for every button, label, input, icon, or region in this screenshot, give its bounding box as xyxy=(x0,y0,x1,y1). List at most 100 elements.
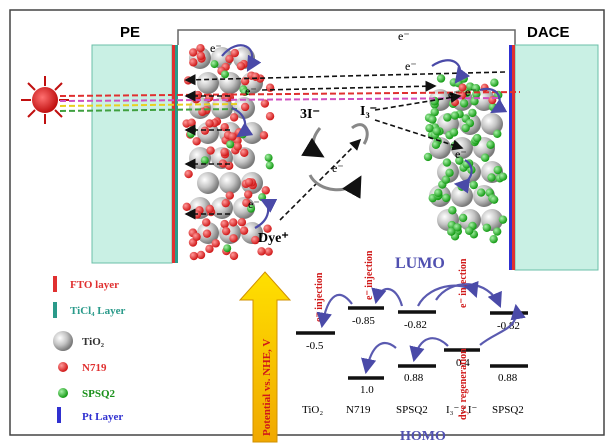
n719-dye xyxy=(230,48,239,58)
n719-dye xyxy=(205,204,214,214)
dace-glass-substrate xyxy=(514,44,599,271)
ticl4-layer-legend-icon xyxy=(53,302,57,318)
n719-dye xyxy=(260,99,270,108)
svg-text:e⁻ injection: e⁻ injection xyxy=(364,250,375,300)
tio2-particle xyxy=(211,97,233,119)
legend: FTO layer TiCl₄ Layer TiO₂ N719 SPSQ2 Pt… xyxy=(53,276,125,423)
spsq2-dye xyxy=(476,188,486,197)
svg-text:e⁻: e⁻ xyxy=(245,84,257,98)
spsq2-dye xyxy=(210,60,219,69)
tio2-particle xyxy=(197,172,219,194)
circuit-electron-label: e⁻ xyxy=(398,29,410,43)
curved-electron-arrows xyxy=(221,44,508,229)
spsq2-dye xyxy=(223,244,232,253)
svg-text:I₃⁻: I₃⁻ xyxy=(360,104,377,119)
svg-text:e⁻: e⁻ xyxy=(455,147,467,161)
svg-text:0.88: 0.88 xyxy=(404,372,424,384)
spsq2-dye xyxy=(430,107,439,117)
svg-text:e⁻: e⁻ xyxy=(210,41,222,55)
n719-dye xyxy=(458,83,467,92)
spsq2-dye xyxy=(431,140,441,150)
svg-text:FTO layer: FTO layer xyxy=(70,279,119,291)
n719-dye xyxy=(244,178,254,187)
potential-axis-label: Potential vs. NHE, V xyxy=(261,339,273,436)
spsq2-dye xyxy=(186,129,195,138)
spsq2-dye xyxy=(226,140,235,149)
n719-dye xyxy=(263,224,272,233)
spsq2-dye xyxy=(247,204,256,213)
cell-electron-labels: e⁻ e⁻ e⁻ e⁻ e⁻ e⁻ e⁻ e⁻ xyxy=(210,41,477,211)
n719-dye xyxy=(188,48,198,57)
spsq2-dye xyxy=(492,227,502,236)
potential-axis-arrow: Potential vs. NHE, V xyxy=(238,271,292,443)
n719-dye xyxy=(257,247,266,256)
n719-dye xyxy=(237,217,247,227)
n719-dye xyxy=(187,118,196,127)
n719-dye xyxy=(206,146,215,155)
n719-dye xyxy=(182,202,191,212)
n719-dye xyxy=(220,147,229,157)
n719-dye xyxy=(229,234,238,243)
external-circuit-wire xyxy=(177,29,516,45)
n719-dye xyxy=(192,232,201,241)
n719-dye xyxy=(220,219,229,229)
homo-label: HOMO xyxy=(400,429,446,444)
pe-ticl4-layer xyxy=(175,45,178,263)
n719-dye xyxy=(240,148,249,157)
electron-flow-arrows xyxy=(184,71,506,221)
n719-dye xyxy=(225,54,234,64)
n719-dye xyxy=(192,137,201,146)
spsq2-dye xyxy=(449,128,459,137)
spsq2-dye xyxy=(472,133,482,143)
svg-text:Pt Layer: Pt Layer xyxy=(82,411,123,423)
redox-cycle: 3I⁻ I₃⁻ xyxy=(300,104,377,199)
spsq2-dye xyxy=(434,188,443,198)
dace-spsq2-film xyxy=(423,74,508,244)
spsq2-dye xyxy=(453,223,462,232)
transfer-labels: e⁻ injection e⁻ injection e⁻ injection d… xyxy=(314,250,469,420)
n719-dye xyxy=(259,131,269,140)
svg-text:e⁻: e⁻ xyxy=(465,85,477,99)
svg-text:dye regeneration: dye regeneration xyxy=(458,348,469,420)
dace-label: DACE xyxy=(527,24,570,41)
n719-dye xyxy=(240,102,250,112)
n719-dye xyxy=(229,218,238,227)
svg-text:-0.5: -0.5 xyxy=(306,340,324,352)
svg-text:e⁻: e⁻ xyxy=(405,59,417,73)
spsq2-dye xyxy=(493,129,502,139)
pe-tio2-film xyxy=(182,43,275,261)
svg-text:e⁻ injection: e⁻ injection xyxy=(458,258,469,308)
spsq2-dye xyxy=(489,234,498,244)
n719-dye xyxy=(264,247,273,256)
spsq2-dye xyxy=(441,175,451,184)
energy-levels xyxy=(296,306,528,380)
spsq2-dye xyxy=(455,156,464,165)
n719-dye xyxy=(239,226,249,235)
spsq2-dye xyxy=(428,115,437,124)
dace-fto-layer xyxy=(512,45,515,270)
spsq2-dye xyxy=(482,223,492,232)
spsq2-dye xyxy=(220,70,229,79)
svg-text:0.4: 0.4 xyxy=(456,357,470,369)
n719-dye xyxy=(242,198,251,208)
n719-dye xyxy=(189,251,199,261)
svg-text:e⁻: e⁻ xyxy=(332,161,344,175)
tio2-particle xyxy=(211,197,233,219)
svg-text:0.88: 0.88 xyxy=(498,372,518,384)
n719-dot-legend-icon xyxy=(58,362,68,372)
n719-dye xyxy=(265,112,275,121)
spsq2-dye xyxy=(264,153,273,162)
n719-dye xyxy=(189,58,198,67)
light-beams xyxy=(59,91,521,112)
spsq2-dye xyxy=(450,111,460,120)
spsq2-dye xyxy=(461,123,470,133)
n719-dye xyxy=(202,218,211,227)
spsq2-dye xyxy=(493,165,502,175)
n719-dye xyxy=(244,190,253,199)
spsq2-dye xyxy=(436,74,446,83)
spsq2-dye xyxy=(448,206,457,215)
n719-dye xyxy=(225,191,234,200)
spsq2-dye xyxy=(489,195,499,204)
svg-text:e⁻ injection: e⁻ injection xyxy=(314,272,325,322)
